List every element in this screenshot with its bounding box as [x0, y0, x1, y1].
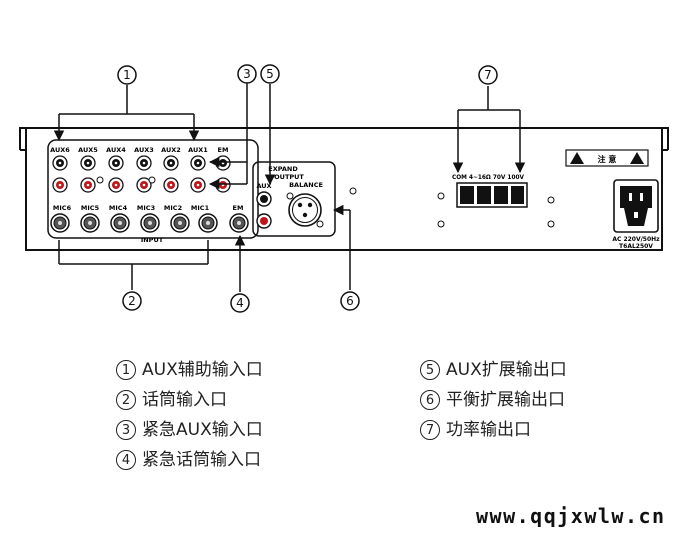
- mic-jack: [110, 213, 130, 233]
- input-label: INPUT: [141, 236, 164, 244]
- rca-jack: [52, 155, 68, 171]
- mic-label: MIC2: [164, 204, 182, 212]
- mic-input-labels: MIC6 MIC5 MIC4 MIC3 MIC2 MIC1 EM: [53, 204, 244, 212]
- power-rating: AC 220V/50Hz: [612, 236, 660, 243]
- rca-jack: [163, 155, 179, 171]
- legend-text: AUX扩展输出口: [446, 360, 567, 380]
- expand-label: EXPAND: [268, 165, 298, 173]
- rca-jack: [215, 155, 231, 171]
- aux-label: AUX3: [134, 146, 154, 154]
- input-section-box: [47, 139, 259, 239]
- svg-text:2: 2: [128, 294, 136, 308]
- callout-5: 5: [260, 64, 280, 84]
- legend-number: 5: [420, 360, 440, 380]
- mic-jack: [170, 213, 190, 233]
- watermark: www.qqjxwlw.cn: [476, 504, 666, 528]
- mic-label: MIC6: [53, 204, 72, 212]
- rca-jack: [190, 177, 206, 193]
- callout-2: 2: [122, 291, 142, 311]
- callout-markers: 1 2 3 4 5 6 7: [117, 64, 498, 313]
- legend-number: 3: [116, 420, 136, 440]
- legend-number: 6: [420, 390, 440, 410]
- legend-number: 1: [116, 360, 136, 380]
- legend-text: AUX辅助输入口: [142, 360, 263, 380]
- legend-item-2: 2 话筒输入口: [116, 385, 227, 410]
- legend-item-6: 6 平衡扩展输出口: [420, 385, 565, 410]
- aux-output-jacks: [256, 191, 272, 229]
- legend-text: 功率输出口: [446, 420, 531, 440]
- rca-jack: [108, 177, 124, 193]
- rca-jack: [215, 177, 231, 193]
- legend-text: 话筒输入口: [142, 390, 227, 410]
- aux-label: AUX1: [188, 146, 208, 154]
- mic-jack: [140, 213, 160, 233]
- rca-jack: [136, 155, 152, 171]
- callout-7: 7: [478, 65, 498, 85]
- mic-jack: [80, 213, 100, 233]
- rca-jack: [52, 177, 68, 193]
- svg-text:注 意: 注 意: [598, 154, 617, 164]
- chassis: [19, 127, 669, 251]
- svg-text:4: 4: [236, 296, 244, 310]
- mic-jack: [229, 213, 249, 233]
- mic-label: MIC3: [137, 204, 155, 212]
- aux-label: AUX4: [106, 146, 126, 154]
- mic-jack: [198, 213, 218, 233]
- legend-text: 紧急话筒输入口: [142, 450, 261, 470]
- xlr-balance-connector: [286, 192, 324, 228]
- legend-item-5: 5 AUX扩展输出口: [420, 355, 567, 380]
- rca-jack: [136, 177, 152, 193]
- output-label: OUTPUT: [274, 173, 304, 181]
- mic-input-jacks: [50, 213, 249, 233]
- rca-jack: [190, 155, 206, 171]
- legend-text: 紧急AUX输入口: [142, 420, 263, 440]
- legend-number: 2: [116, 390, 136, 410]
- mic-label: MIC4: [109, 204, 128, 212]
- callout-6: 6: [340, 291, 360, 311]
- aux-label: EM: [218, 146, 229, 154]
- legend-item-1: 1 AUX辅助输入口: [116, 355, 263, 380]
- aux-out-label: AUX: [256, 182, 271, 190]
- aux-rca-jacks: [52, 155, 231, 193]
- legend-number: 4: [116, 450, 136, 470]
- svg-text:6: 6: [346, 294, 354, 308]
- callout-leader-lines: [53, 83, 526, 292]
- aux-input-labels: AUX6 AUX5 AUX4 AUX3 AUX2 AUX1 EM: [50, 146, 228, 154]
- rca-jack: [80, 155, 96, 171]
- mic-label: MIC1: [191, 204, 210, 212]
- mic-label: MIC5: [81, 204, 100, 212]
- aux-label: AUX2: [161, 146, 181, 154]
- mic-label: EM: [233, 204, 244, 212]
- speaker-terminal-block: [456, 182, 528, 208]
- fuse-rating: T6AL250V: [619, 243, 653, 250]
- callout-1: 1: [117, 65, 137, 85]
- power-inlet: [613, 179, 659, 233]
- terminal-label: COM 4~16Ω 70V 100V: [452, 175, 525, 181]
- legend-number: 7: [420, 420, 440, 440]
- callout-4: 4: [230, 293, 250, 313]
- callout-3: 3: [237, 64, 257, 84]
- aux-label: AUX5: [78, 146, 98, 154]
- rca-jack: [108, 155, 124, 171]
- expand-output-box: [252, 161, 336, 237]
- rca-jack: [80, 177, 96, 193]
- svg-text:3: 3: [243, 67, 251, 81]
- legend-item-3: 3 紧急AUX输入口: [116, 415, 263, 440]
- legend-item-7: 7 功率输出口: [420, 415, 531, 440]
- balance-label: BALANCE: [289, 181, 323, 189]
- legend-text: 平衡扩展输出口: [446, 390, 565, 410]
- svg-text:1: 1: [123, 68, 131, 82]
- svg-text:5: 5: [266, 67, 274, 81]
- mic-jack: [50, 213, 70, 233]
- warning-label: 注 意: [565, 149, 649, 167]
- rca-jack: [163, 177, 179, 193]
- panel-screws: [96, 176, 555, 228]
- aux-label: AUX6: [50, 146, 70, 154]
- svg-text:7: 7: [484, 68, 492, 82]
- legend-item-4: 4 紧急话筒输入口: [116, 445, 261, 470]
